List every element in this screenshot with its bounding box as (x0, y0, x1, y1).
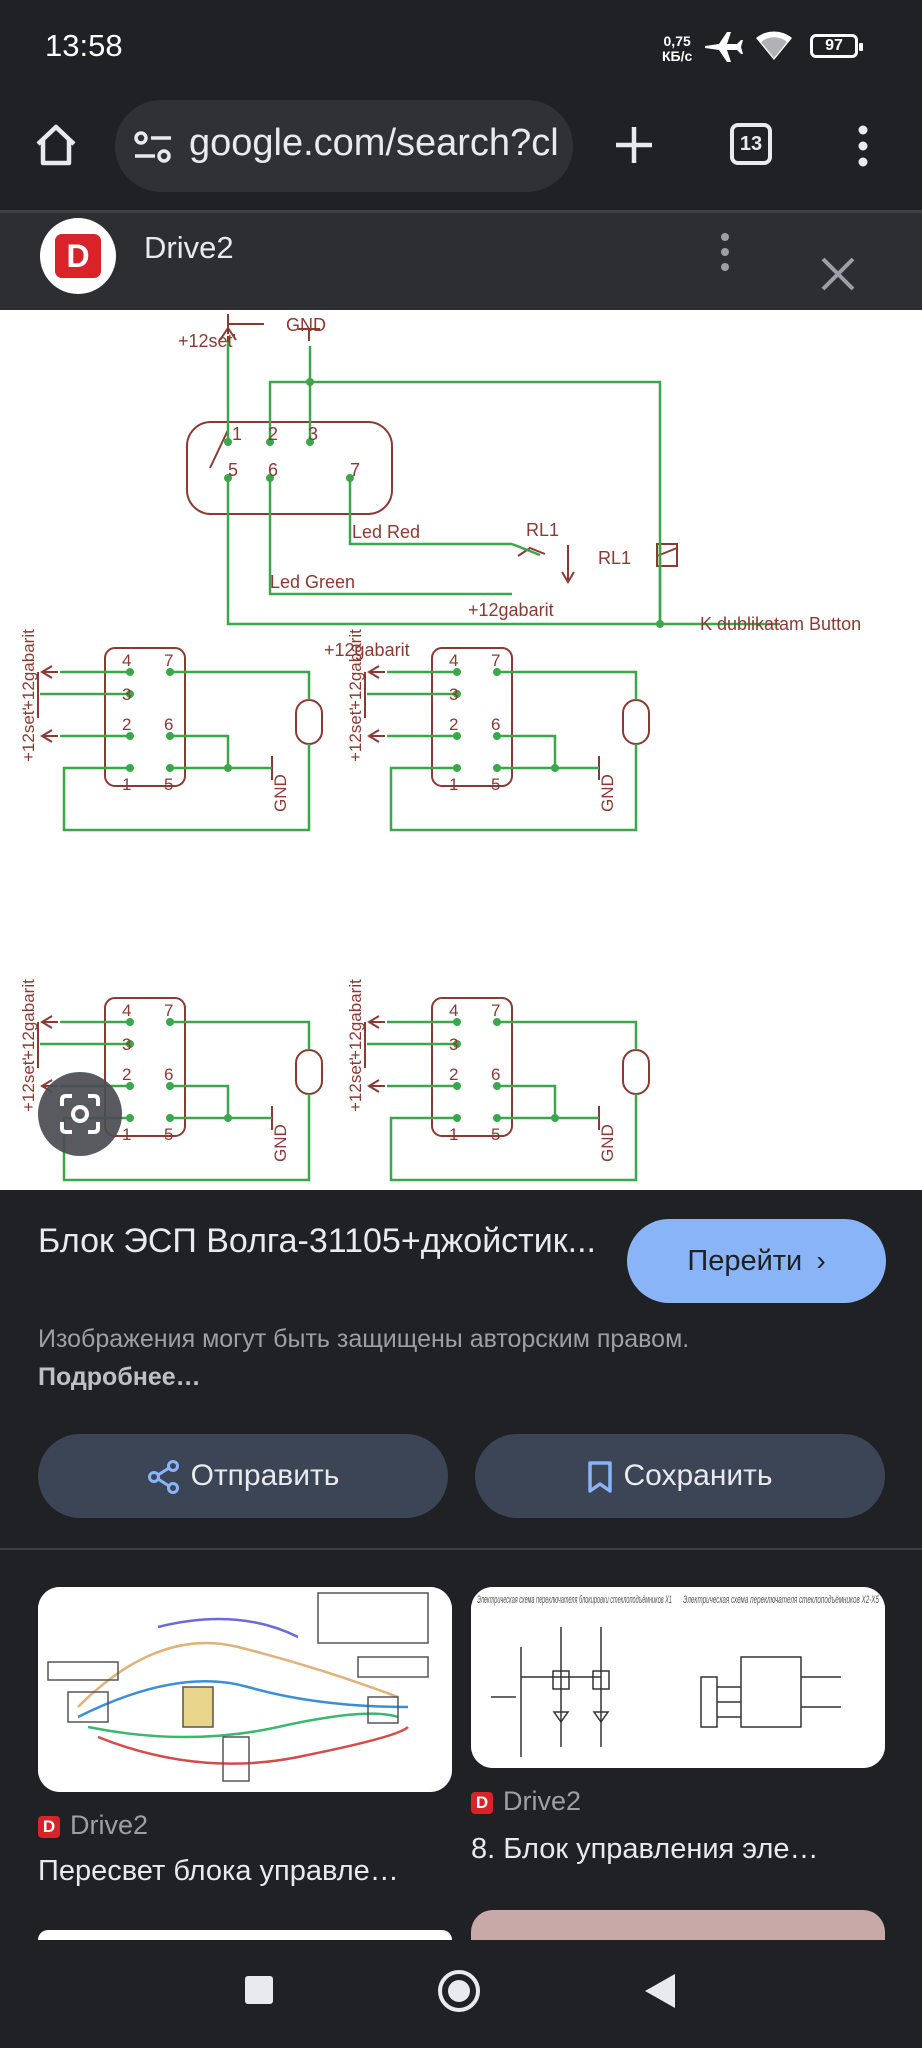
result-thumbnail[interactable]: Электрическая схема переключателя блокир… (471, 1587, 885, 1768)
led-green-label: Led Green (270, 572, 355, 592)
visit-button[interactable]: Перейти › (627, 1219, 886, 1303)
switch-unit: 4 7 3 2 6 1 5 GND +12gabarit +12set' (19, 629, 323, 832)
address-bar[interactable]: google.com/search?cl (115, 100, 573, 192)
p12gabarit-label-2: +12gabarit (324, 640, 410, 660)
back-icon[interactable] (643, 1972, 677, 2010)
system-nav-bar (0, 1940, 922, 2048)
lens-icon (60, 1094, 100, 1134)
source-more-icon[interactable] (718, 232, 732, 272)
pin-label: 2 (268, 424, 278, 444)
chevron-right-icon: › (816, 1245, 826, 1276)
new-tab-icon[interactable] (614, 125, 654, 165)
visit-button-label: Перейти (687, 1245, 803, 1277)
more-options-icon[interactable] (856, 124, 870, 168)
pin-label: 5 (164, 775, 173, 794)
source-name[interactable]: Drive2 (144, 230, 234, 265)
network-speed: 0,75 КБ/с (662, 34, 692, 64)
source-logo-letter: D (55, 234, 101, 278)
gabarit-label: +12gabarit (19, 629, 38, 710)
result-thumbnail-peek (471, 1910, 885, 1940)
result-title[interactable]: 8. Блок управления эле… (471, 1833, 819, 1865)
k-button-label: K dublikatam Button (700, 614, 861, 634)
url-text[interactable]: google.com/search?cl (189, 122, 559, 164)
pin-label: 1 (122, 775, 131, 794)
learn-more-link[interactable]: Подробнее… (38, 1363, 201, 1391)
pin-label: 7 (164, 651, 173, 670)
relay-label: RL1 (526, 520, 559, 540)
pin-label: 3 (122, 685, 131, 704)
thumb-caption-right: Электрическая схема переключателя стекло… (683, 1594, 880, 1606)
home-nav-icon[interactable] (436, 1968, 482, 2014)
result-source[interactable]: D Drive2 (471, 1786, 581, 1817)
close-icon[interactable] (820, 256, 856, 292)
pin-label: 1 (232, 424, 242, 444)
p12set-label: +12set' (178, 331, 236, 351)
site-settings-icon[interactable] (133, 130, 173, 164)
save-button[interactable]: Сохранить (475, 1434, 885, 1518)
airplane-icon (705, 32, 743, 62)
image-title[interactable]: Блок ЭСП Волга-31105+джойстик... (38, 1222, 596, 1260)
thumb-caption-left: Электрическая схема переключателя блокир… (477, 1594, 672, 1606)
drive2-icon: D (471, 1792, 493, 1814)
result-thumbnail-peek (38, 1930, 452, 1940)
preview-image[interactable]: GND +12set' 1 2 3 5 6 7 Led Red Led Gree… (0, 310, 922, 1190)
led-red-label: Led Red (352, 522, 420, 542)
status-bar: 13:58 0,75 КБ/с 97 (0, 0, 922, 95)
pin-label: 5 (228, 460, 238, 480)
result-source-name: Drive2 (503, 1786, 582, 1816)
pin-label: 3 (308, 424, 318, 444)
result-source-name: Drive2 (70, 1810, 149, 1840)
copyright-text: Изображения могут быть защищены авторски… (38, 1325, 690, 1353)
save-label: Сохранить (623, 1459, 773, 1492)
lens-search-button[interactable] (38, 1072, 122, 1156)
network-speed-unit: КБ/с (662, 48, 693, 64)
source-header (0, 213, 922, 310)
result-source[interactable]: D Drive2 (38, 1810, 148, 1841)
gnd-label: GND (286, 315, 326, 335)
gnd-label: GND (271, 774, 290, 812)
recents-icon[interactable] (243, 1974, 275, 2006)
set-gnd-label: +12set' (19, 707, 38, 762)
pin-label: 7 (350, 460, 360, 480)
copyright-notice: Изображения могут быть защищены авторски… (38, 1320, 858, 1396)
clock: 13:58 (45, 28, 123, 63)
share-label: Отправить (190, 1459, 340, 1492)
relay-coil-label: RL1 (598, 548, 631, 568)
toolbar-divider (0, 210, 922, 213)
pin-label: 6 (268, 460, 278, 480)
pin-label: 6 (164, 715, 173, 734)
share-button[interactable]: Отправить (38, 1434, 448, 1518)
result-thumbnail[interactable] (38, 1587, 452, 1792)
network-speed-value: 0,75 (663, 33, 691, 49)
pin-label: 2 (122, 715, 131, 734)
p12gabarit-label: +12gabarit (468, 600, 554, 620)
wifi-icon (756, 31, 792, 60)
share-icon (147, 1460, 179, 1495)
result-title[interactable]: Пересвет блока управле… (38, 1855, 399, 1887)
battery-icon: 97 (810, 34, 863, 58)
source-logo[interactable]: D (40, 218, 116, 294)
pin-label: 4 (122, 651, 131, 670)
bookmark-icon (588, 1461, 613, 1493)
tab-switcher-button[interactable]: 13 (730, 123, 772, 165)
section-divider (0, 1548, 922, 1550)
home-icon[interactable] (33, 122, 79, 168)
drive2-icon: D (38, 1816, 60, 1838)
